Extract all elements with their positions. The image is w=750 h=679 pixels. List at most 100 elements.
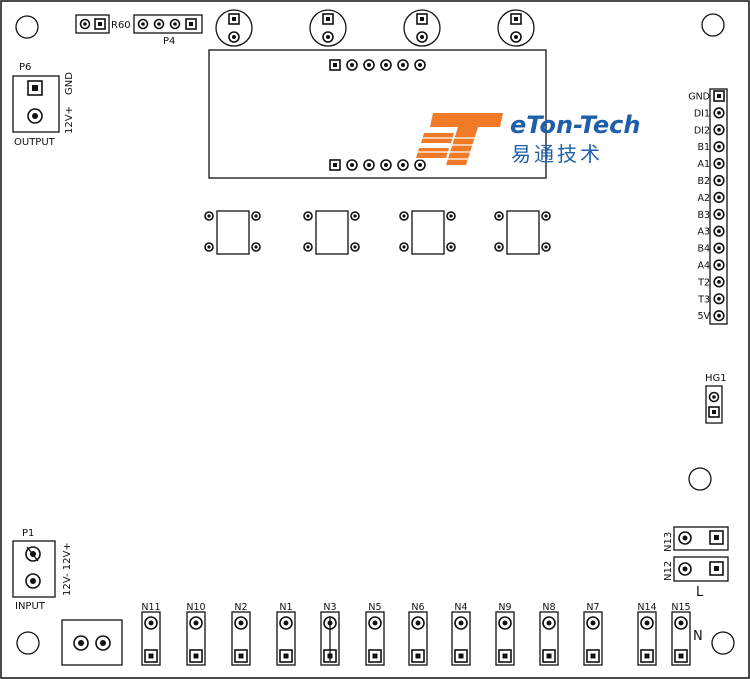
bottom-connector-label: N11 [141, 602, 160, 613]
bottom-connector: N7 [583, 602, 603, 666]
bottom-connector-label: N15 [671, 602, 690, 613]
mounting-holes [15, 13, 735, 655]
ic-footprint [399, 210, 456, 255]
header-pin-label: B3 [697, 210, 710, 221]
bottom-connector: N14 [637, 602, 657, 666]
header-pin: A2 [697, 191, 725, 204]
header-pin: T3 [697, 293, 725, 305]
logo-name: eTon-Tech [510, 111, 640, 139]
header-pin-label: A1 [697, 159, 710, 170]
module-bottom-pins [329, 159, 426, 171]
hg1-header: HG1 [705, 373, 727, 424]
header-pin-label: 5V [697, 311, 710, 322]
top-components [215, 9, 535, 47]
header-pin: A3 [697, 225, 725, 238]
module-footprint [208, 49, 547, 179]
header-pin-label: A2 [697, 193, 710, 204]
logo-subtitle: 易通技术 [511, 142, 603, 166]
bottom-connector-label: N5 [368, 602, 381, 613]
header-pin: B2 [697, 174, 725, 187]
electrolytic-capacitor [403, 9, 441, 47]
bottom-connector-row: N11 N10 N2 N1 N3 N5 N6 N4 N9 N8 N7 N14 N15 [141, 602, 691, 666]
bottom-connector: N10 [186, 602, 206, 666]
module-top-pins [329, 59, 426, 71]
header-pin: A4 [697, 259, 725, 272]
ic-footprint [494, 210, 551, 255]
bottom-connector-label: N9 [498, 602, 511, 613]
header-pin: GND [688, 90, 725, 103]
bottom-connector-label: N2 [234, 602, 247, 613]
bottom-connector: N2 [231, 602, 251, 666]
header-pin-label: B2 [697, 176, 710, 187]
header-pin: A1 [697, 158, 725, 170]
bottom-connector: N6 [408, 602, 428, 666]
ic-footprint [204, 210, 261, 255]
ic-footprint [303, 210, 360, 255]
p6-label: P6 [19, 62, 31, 73]
p1-pin-labels: 12V- 12V+ [62, 542, 73, 596]
header-pin-label: DI2 [694, 125, 710, 136]
bottom-connector: N8 [539, 602, 559, 666]
bottom-connector-label: N8 [542, 602, 555, 613]
bottom-connector: N15 [671, 602, 691, 666]
n12-label: N12 [663, 561, 674, 581]
bottom-connector-label: N3 [323, 602, 336, 613]
p4-header: P4 [133, 14, 203, 47]
p6-gnd-label: GND [64, 72, 75, 95]
header-pin: 5V [697, 310, 725, 322]
p1-label: P1 [22, 528, 34, 539]
mounting-hole [15, 15, 39, 39]
bottom-connector-label: N1 [279, 602, 292, 613]
bottom-connector: N3 [320, 602, 340, 666]
r60-label: R60 [111, 20, 131, 31]
header-pin: B1 [697, 141, 725, 153]
terminal-block [61, 619, 123, 666]
header-pin-label: T2 [697, 277, 710, 288]
header-pin: DI2 [694, 124, 725, 136]
header-pin-label: B1 [697, 142, 710, 153]
p6-output-connector: P6 GND 12V+ OUTPUT [12, 62, 75, 148]
logo-mark [411, 113, 503, 165]
bottom-connector: N4 [451, 602, 471, 666]
output-label: OUTPUT [14, 137, 56, 148]
header-pin: DI1 [694, 107, 725, 119]
electrolytic-capacitor [497, 9, 535, 47]
header-pin-label: GND [688, 92, 710, 103]
bottom-connector-label: N14 [637, 602, 656, 613]
hg1-label: HG1 [705, 373, 727, 384]
header-pin-label: A3 [697, 227, 710, 238]
p6-12v-label: 12V+ [64, 106, 75, 134]
mounting-hole [701, 13, 725, 37]
n13-label: N13 [663, 532, 674, 552]
header-pin: T2 [697, 276, 725, 288]
header-pin-label: T3 [697, 294, 710, 305]
bottom-connector-label: N7 [586, 602, 599, 613]
mounting-hole [711, 631, 735, 655]
bottom-connector-label: N6 [411, 602, 424, 613]
r60-resistor: R60 [75, 14, 131, 34]
eton-tech-logo: eTon-Tech 易通技术 [411, 111, 640, 166]
bottom-connector-label: N4 [454, 602, 467, 613]
n13-connector: N13 [663, 526, 729, 552]
bottom-connector: N9 [495, 602, 515, 666]
signal-header-outline [709, 88, 728, 325]
bottom-connector: N5 [365, 602, 385, 666]
n12-connector: N12 L [663, 556, 729, 600]
l-label: L [696, 585, 704, 600]
electrolytic-capacitor [215, 9, 253, 47]
p1-input-connector: P1 12V- 12V+ INPUT [12, 528, 73, 612]
relay-footprints [204, 210, 551, 255]
header-pin-label: B4 [697, 244, 710, 255]
header-pin-label: A4 [697, 261, 710, 272]
header-pin: B4 [697, 242, 725, 255]
input-label: INPUT [15, 601, 46, 612]
bottom-connector-label: N10 [186, 602, 205, 613]
header-pin-label: DI1 [694, 108, 710, 119]
electrolytic-capacitor [309, 9, 347, 47]
mounting-hole [688, 467, 712, 491]
p4-label: P4 [163, 36, 175, 47]
